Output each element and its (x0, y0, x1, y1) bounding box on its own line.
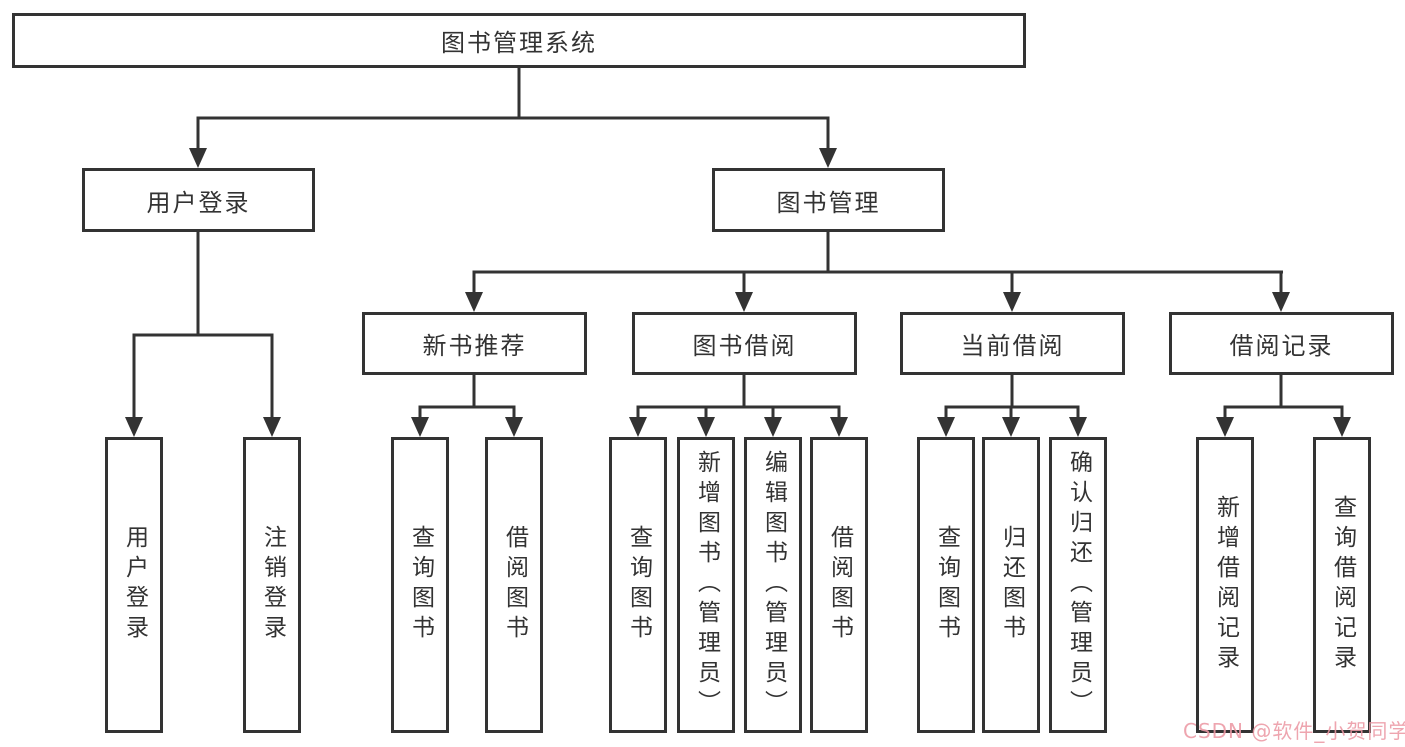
node-label: 新增借阅记录 (1212, 495, 1239, 675)
node-label: 图书借阅 (692, 332, 797, 360)
connector-new-book-recommend-to-leaves (411, 375, 523, 437)
node-label: 图书管理系统 (441, 29, 597, 57)
csdn-watermark: CSDN @软件_小贺同学 (1183, 719, 1405, 743)
node-borrow-books-under-borrowing: 借阅图书 (810, 437, 868, 733)
node-label: 新书推荐 (422, 332, 527, 360)
node-root: 图书管理系统 (12, 13, 1026, 68)
node-book-borrowing: 图书借阅 (632, 312, 857, 375)
node-borrowing-records: 借阅记录 (1169, 312, 1394, 375)
node-add-borrow-record: 新增借阅记录 (1196, 437, 1254, 733)
arrow-down-icon (263, 417, 281, 437)
arrow-down-icon (937, 417, 955, 437)
node-label: 编辑图书（管理员） (760, 450, 787, 720)
arrow-down-icon (1069, 417, 1087, 437)
node-return-books: 归还图书 (982, 437, 1040, 733)
node-label: 图书管理 (776, 188, 881, 217)
node-label: 新增图书（管理员） (693, 450, 720, 720)
connector-current-borrowing-to-leaves (937, 375, 1087, 437)
arrow-down-icon (629, 417, 647, 437)
node-label: 查询图书 (407, 525, 434, 645)
arrow-down-icon (465, 292, 483, 312)
node-label: 借阅图书 (826, 525, 853, 645)
node-label: 查询借阅记录 (1329, 495, 1356, 675)
arrow-down-icon (1272, 292, 1290, 312)
node-label: 当前借阅 (960, 332, 1065, 360)
node-user-login-action: 用户登录 (105, 437, 163, 733)
arrow-down-icon (697, 417, 715, 437)
node-edit-books-admin: 编辑图书（管理员） (744, 437, 802, 733)
node-label: 用户登录 (121, 525, 148, 645)
arrow-down-icon (1002, 417, 1020, 437)
arrow-down-icon (764, 417, 782, 437)
node-label: 归还图书 (998, 525, 1025, 645)
node-logout-action: 注销登录 (243, 437, 301, 733)
connector-book-management-to-level3 (465, 232, 1290, 312)
arrow-down-icon (735, 292, 753, 312)
arrow-down-icon (505, 417, 523, 437)
arrow-down-icon (1216, 417, 1234, 437)
connector-book-borrowing-to-leaves (629, 375, 848, 437)
node-label: 借阅图书 (501, 525, 528, 645)
node-user-login: 用户登录 (82, 168, 315, 232)
node-query-books-under-borrowing: 查询图书 (609, 437, 667, 733)
node-borrow-books-under-recommend: 借阅图书 (485, 437, 543, 733)
node-book-management: 图书管理 (712, 168, 945, 232)
node-label: 确认归还（管理员） (1065, 450, 1092, 720)
node-label: 用户登录 (146, 188, 251, 217)
node-label: 借阅记录 (1229, 332, 1334, 360)
node-label: 查询图书 (933, 525, 960, 645)
connector-user-login-to-leaves (125, 232, 281, 437)
node-current-borrowing: 当前借阅 (900, 312, 1125, 375)
arrow-down-icon (830, 417, 848, 437)
arrow-down-icon (1003, 292, 1021, 312)
connector-borrowing-records-to-leaves (1216, 375, 1351, 437)
arrow-down-icon (1333, 417, 1351, 437)
node-add-books-admin: 新增图书（管理员） (677, 437, 735, 733)
arrow-down-icon (125, 417, 143, 437)
node-query-borrow-record: 查询借阅记录 (1313, 437, 1371, 733)
arrow-down-icon (411, 417, 429, 437)
arrow-down-icon (189, 148, 207, 168)
node-confirm-return-admin: 确认归还（管理员） (1049, 437, 1107, 733)
node-query-books-under-current: 查询图书 (917, 437, 975, 733)
node-label: 查询图书 (625, 525, 652, 645)
node-query-books-under-recommend: 查询图书 (391, 437, 449, 733)
arrow-down-icon (819, 148, 837, 168)
node-label: 注销登录 (259, 525, 286, 645)
connector-root-to-level2 (189, 68, 837, 168)
node-new-book-recommend: 新书推荐 (362, 312, 587, 375)
